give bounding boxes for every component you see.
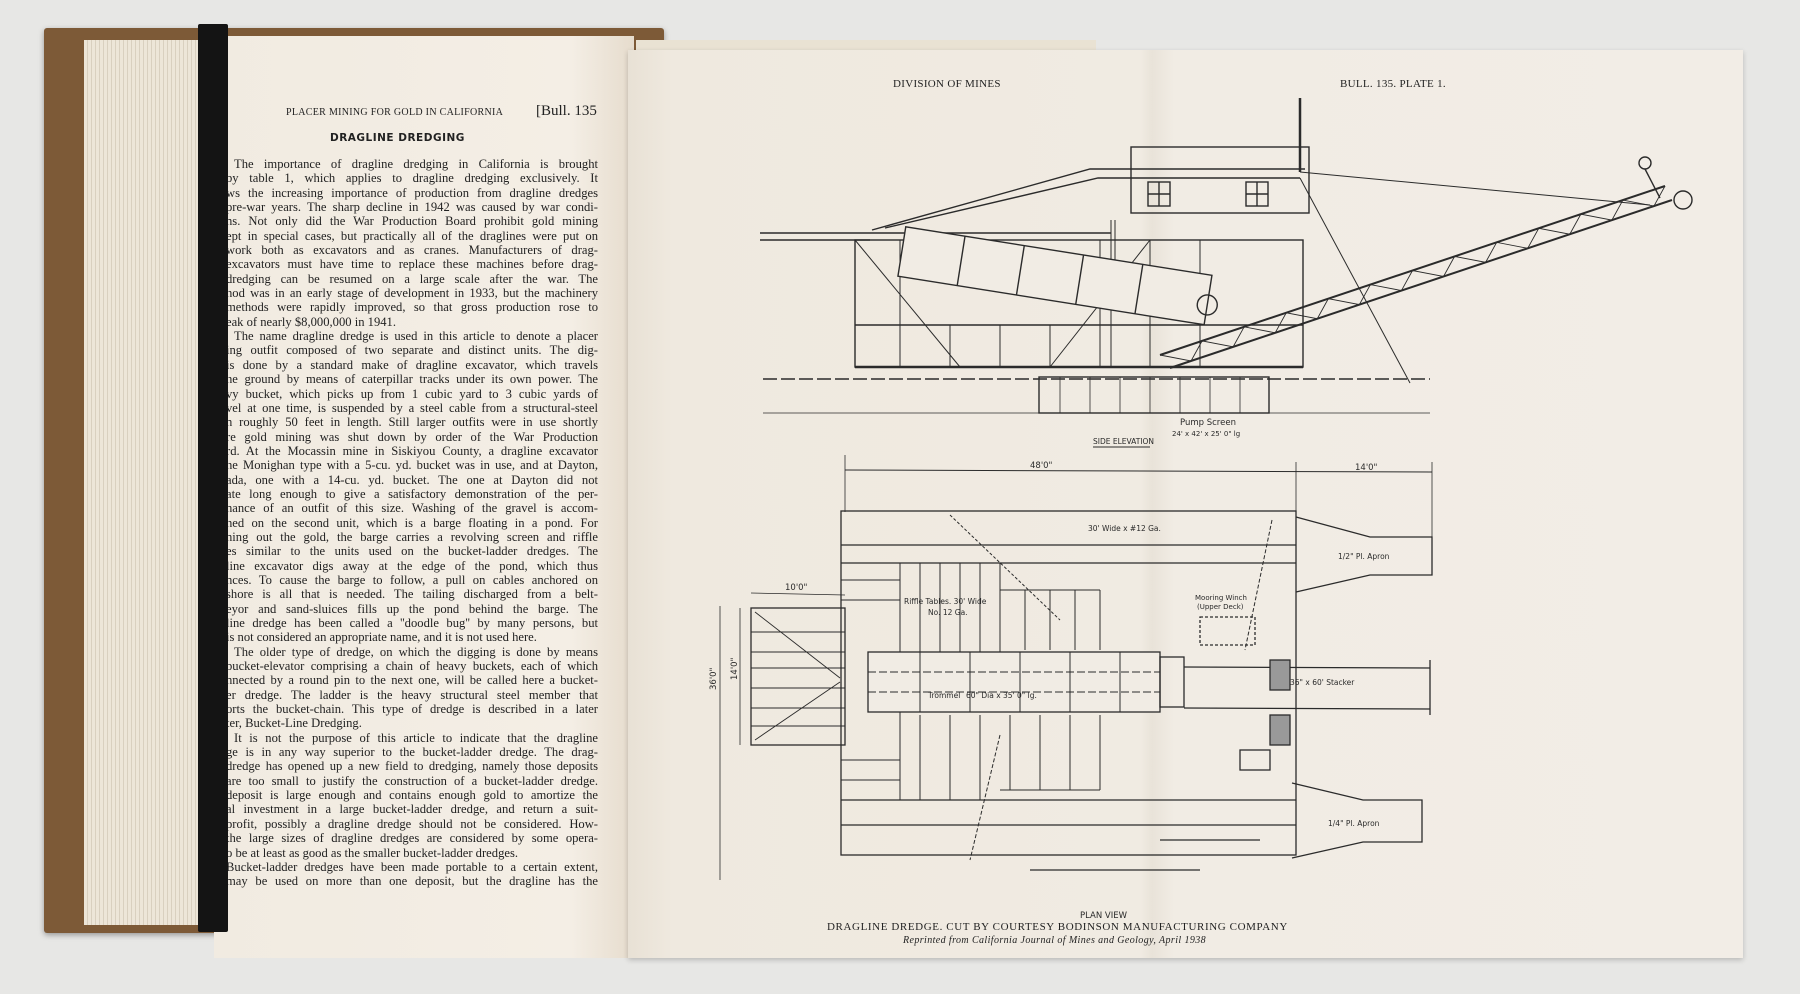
text-line: are too small to justify the constructio… xyxy=(226,773,598,788)
text-line: line excavator digs away at the edge of … xyxy=(226,558,598,573)
text-line: eyor and sand-sluices fills up the pond … xyxy=(226,601,598,616)
side-elevation-drawing xyxy=(760,98,1693,448)
text-line: ate long enough to give a satisfactory d… xyxy=(226,486,598,501)
text-line: re gold mining was shut down by order of… xyxy=(226,429,598,444)
text-line: o be at least as good as the smaller buc… xyxy=(226,845,518,860)
text-line: dredge has opened up a new field to dred… xyxy=(226,759,598,774)
text-line: ter, Bucket-Line Dredging. xyxy=(226,716,362,731)
stacker-label: 36" x 60' Stacker xyxy=(1290,678,1355,687)
text-line: dredging can be resumed on a large scale… xyxy=(226,271,598,286)
text-line: nance of an outfit of this size. Washing… xyxy=(226,501,598,516)
left-page xyxy=(214,36,634,958)
plate-caption: DRAGLINE DREDGE. CUT BY COURTESY BODINSO… xyxy=(827,921,1288,933)
text-line: It is not the purpose of this article to… xyxy=(234,730,598,745)
text-line: he ground by means of caterpillar tracks… xyxy=(226,372,598,387)
text-line: methods were rapidly improved, so that g… xyxy=(226,300,598,315)
text-line: Bucket-ladder dredges have been made por… xyxy=(226,859,598,874)
text-line: n roughly 50 feet in length. Still large… xyxy=(226,415,598,430)
text-line: ge is in any way superior to the bucket-… xyxy=(226,745,598,760)
text-line: ada, one with a 14-cu. yd. bucket. The o… xyxy=(226,472,598,487)
text-line: hed on the second unit, which is a barge… xyxy=(226,515,598,530)
text-line: ing outfit composed of two separate and … xyxy=(226,343,598,358)
text-line: vel at one time, is suspended by a steel… xyxy=(226,400,598,415)
pump-screen-label: Pump Screen xyxy=(1180,418,1236,428)
text-line: nces. To cause the barge to follow, a pu… xyxy=(226,572,598,587)
ribbon-bookmark[interactable] xyxy=(198,24,228,932)
text-line: ns. Not only did the War Production Boar… xyxy=(226,214,598,229)
dim-hopper: 10'0" xyxy=(785,583,808,593)
winch-label: Mooring Winch xyxy=(1195,594,1247,602)
trommel-label: Trommel xyxy=(927,691,960,700)
plate-credit: Reprinted from California Journal of Min… xyxy=(903,935,1207,946)
text-line: excavators must have time to replace the… xyxy=(226,257,598,272)
text-line: vy bucket, which picks up from 1 cubic y… xyxy=(226,386,598,401)
plan-view-drawing xyxy=(719,455,1433,880)
text-line: ws the increasing importance of producti… xyxy=(226,185,598,200)
text-line: nnected by a round pin to the next one, … xyxy=(226,673,598,688)
dim-hopper-width: 14'0" xyxy=(730,657,740,680)
riffle-gauge-label: No. 12 Ga. xyxy=(928,608,968,617)
text-line: er dredge. The ladder is the heavy struc… xyxy=(226,687,598,702)
text-line: hod was in an early stage of development… xyxy=(226,286,598,301)
text-line: shore is all that is needed. The tailing… xyxy=(226,587,598,602)
pump-screen-dims: 24' x 42' x 25' 0" lg xyxy=(1172,430,1240,438)
text-line: he Monighan type with a 5-cu. yd. bucket… xyxy=(226,458,598,473)
plate-header-right: BULL. 135. PLATE 1. xyxy=(1340,78,1446,90)
text-line: deposit is large enough and contains eno… xyxy=(226,788,598,803)
trommel-dims: 60" Dia x 35' 0" lg. xyxy=(966,691,1037,700)
dim-length: 48'0" xyxy=(1030,461,1053,471)
text-line: pre-war years. The sharp decline in 1942… xyxy=(226,200,598,215)
winch-deck-label: (Upper Deck) xyxy=(1197,603,1244,611)
dim-width: 36'0" xyxy=(709,667,719,690)
foldout-plate-page xyxy=(628,50,1743,958)
text-line: is done by a standard make of dragline e… xyxy=(226,357,598,372)
text-line: rd. At the Mocassin mine in Siskiyou Cou… xyxy=(226,443,598,458)
text-line: The name dragline dredge is used in this… xyxy=(234,329,598,344)
text-line: The older type of dredge, on which the d… xyxy=(234,644,598,659)
text-line: the large sizes of dragline dredges are … xyxy=(226,831,598,846)
text-line: eak of nearly $8,000,000 in 1941. xyxy=(226,314,396,329)
dim-apron: 14'0" xyxy=(1355,463,1378,473)
apron-bottom-label: 1/4" Pl. Apron xyxy=(1328,819,1380,828)
body-text: The importance of dragline dredging in C… xyxy=(226,157,598,889)
section-title: DRAGLINE DREDGING xyxy=(330,132,465,144)
text-line: is not considered an appropriate name, a… xyxy=(226,630,537,645)
text-line: ning out the gold, the barge carries a r… xyxy=(226,529,598,544)
text-line: The importance of dragline dredging in C… xyxy=(234,157,598,171)
text-line: orts the bucket-chain. This type of dred… xyxy=(226,702,598,717)
plan-view-title: PLAN VIEW xyxy=(1080,911,1128,921)
text-line: work both as excavators and as cranes. M… xyxy=(226,243,598,258)
text-line: line dredge has been called a ''doodle b… xyxy=(226,616,598,630)
text-line: by table 1, which applies to dragline dr… xyxy=(226,171,598,186)
riffle-label: Riffle Tables. 30' Wide xyxy=(904,597,987,606)
side-elevation-title: SIDE ELEVATION xyxy=(1093,437,1154,446)
belt-label: 30' Wide x #12 Ga. xyxy=(1088,524,1161,533)
plate-header-left: DIVISION OF MINES xyxy=(893,78,1001,90)
running-head: PLACER MINING FOR GOLD IN CALIFORNIA xyxy=(286,107,504,118)
text-line: bucket-elevator comprising a chain of he… xyxy=(226,659,598,674)
apron-top-label: 1/2" Pl. Apron xyxy=(1338,552,1390,561)
text-line: may be used on more than one deposit, bu… xyxy=(226,874,598,889)
text-line: al investment in a large bucket-ladder d… xyxy=(226,802,598,817)
bulletin-ref: [Bull. 135 xyxy=(536,103,597,119)
text-line: ept in special cases, but practically al… xyxy=(226,228,598,243)
text-line: es similar to the units used on the buck… xyxy=(226,544,598,559)
text-line: profit, possibly a dragline dredge shoul… xyxy=(226,816,598,831)
